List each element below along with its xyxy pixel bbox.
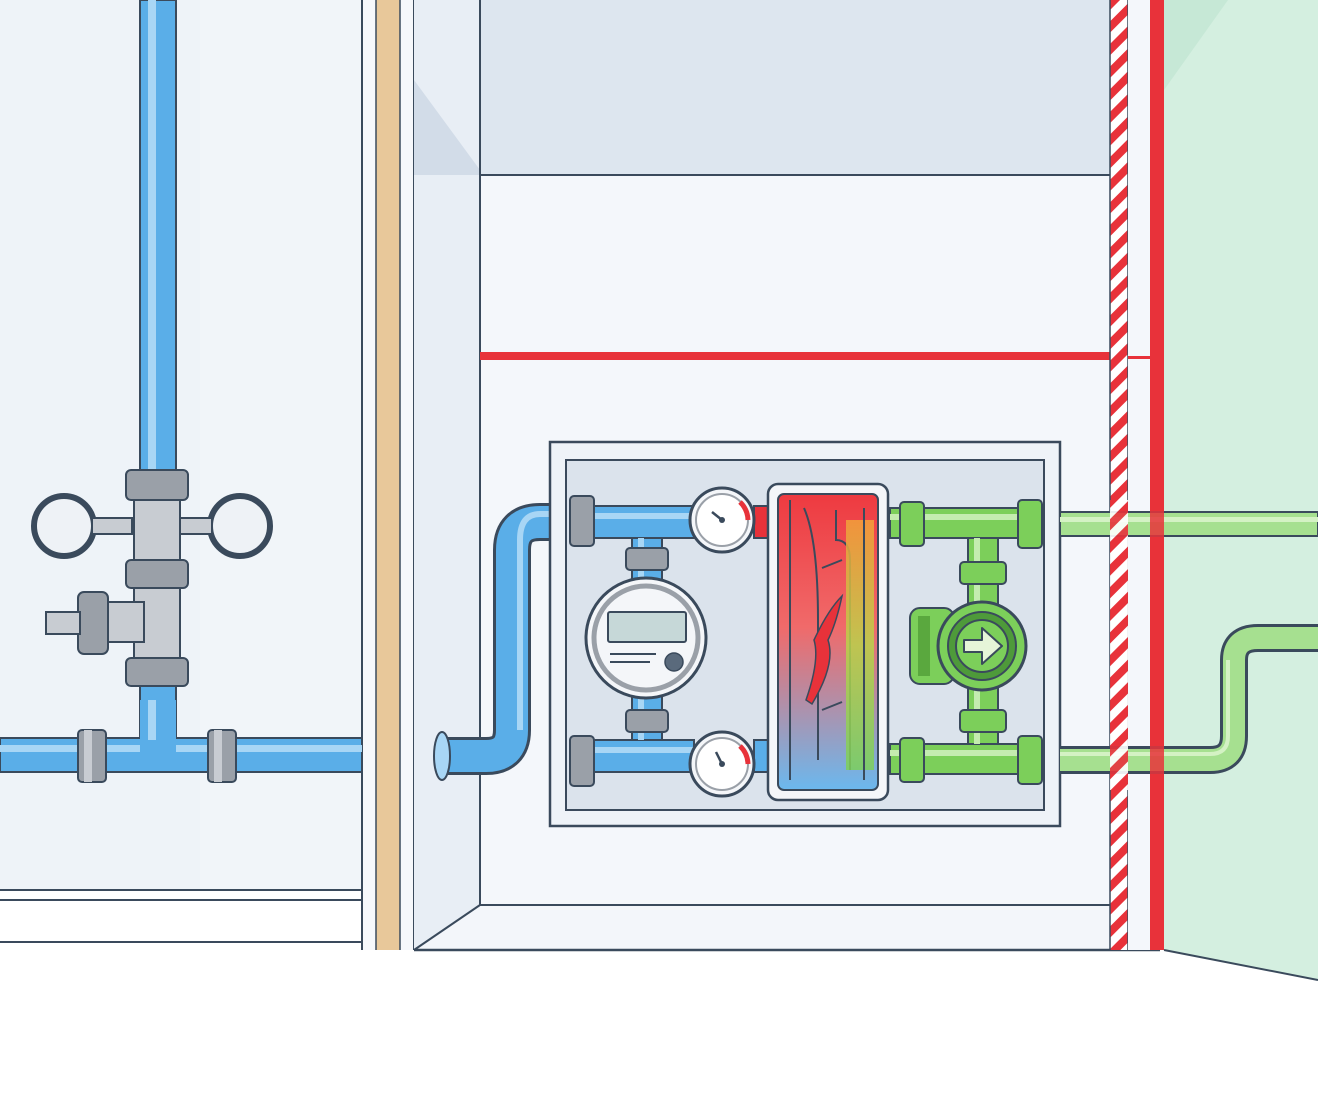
- valve-assembly-icon: [31, 469, 273, 687]
- pressure-gauge-icon: [688, 730, 756, 798]
- arrow-right-icon: [963, 627, 1003, 665]
- green-wall: [1163, 0, 1318, 981]
- heat-exchanger-icon: [766, 482, 890, 802]
- wood-trim: [361, 0, 415, 950]
- water-meter-icon: [584, 576, 708, 700]
- outgoing-green-pipes: [1059, 500, 1318, 790]
- inlet-pipe: [433, 503, 570, 781]
- cold-horizontal-pipe: [0, 700, 363, 783]
- pressure-gauge-icon: [688, 486, 756, 554]
